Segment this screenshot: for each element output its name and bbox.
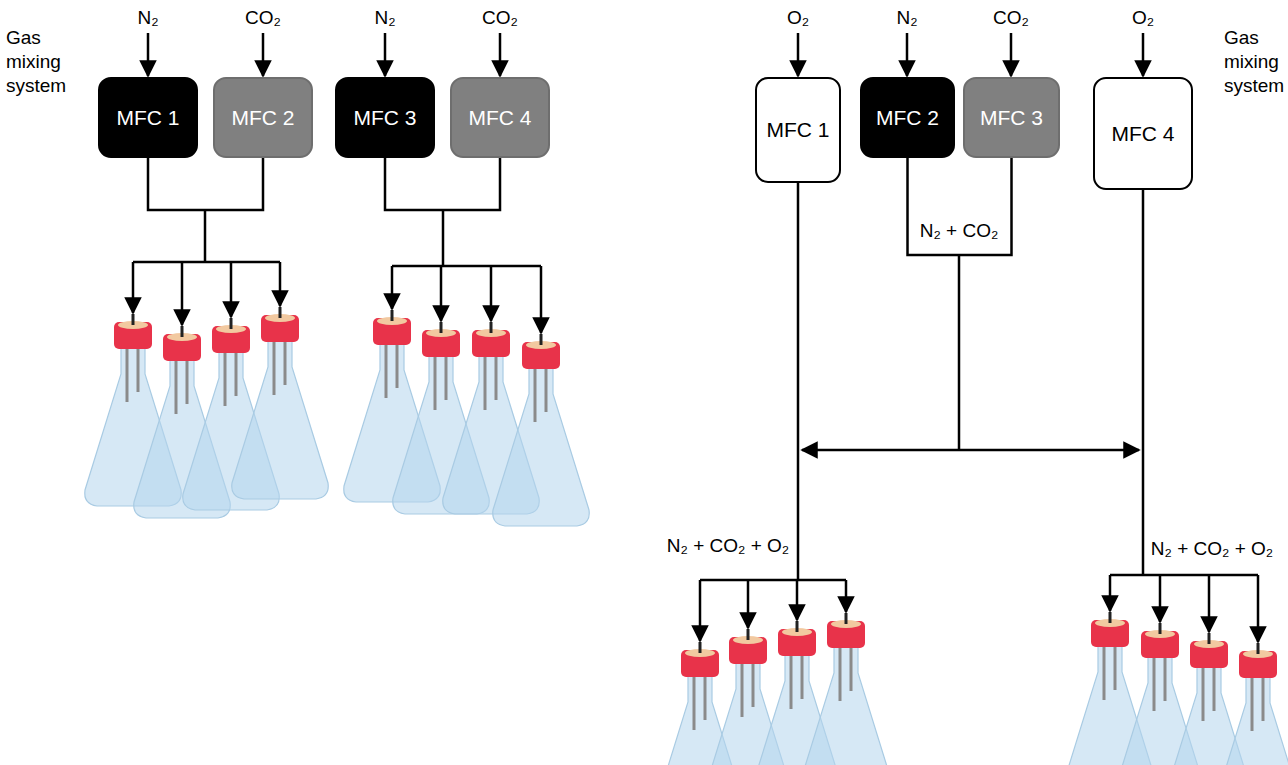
pipe-line xyxy=(230,262,233,317)
pipe-line xyxy=(1109,575,1112,611)
pipe-line xyxy=(147,33,150,76)
gas-label: O₂ xyxy=(787,6,809,30)
box-label: MFC 4 xyxy=(469,106,532,130)
pipe-line xyxy=(391,266,394,309)
culture-flask xyxy=(232,307,329,499)
mass-flow-controller-box: MFC 1 xyxy=(755,77,841,183)
mass-flow-controller-box: MFC 3 xyxy=(963,77,1060,158)
mass-flow-controller-box: MFC 4 xyxy=(450,77,550,158)
culture-flask xyxy=(1210,643,1288,765)
pipe-line xyxy=(1142,33,1145,76)
culture-flask xyxy=(798,613,895,765)
system-label: Gas mixing system xyxy=(6,26,74,97)
box-label: MFC 2 xyxy=(232,106,295,130)
gas-label: CO₂ xyxy=(993,6,1029,30)
pipe-line xyxy=(797,183,800,580)
gas-line xyxy=(148,158,263,210)
pipe-line xyxy=(797,33,800,76)
pipe-line xyxy=(499,33,502,76)
pipe-line xyxy=(262,33,265,76)
pipe-line xyxy=(490,266,493,321)
gas-label: CO₂ xyxy=(482,6,518,30)
pipe-line xyxy=(540,266,543,333)
box-label: MFC 2 xyxy=(876,106,939,130)
gas-label: N₂ xyxy=(137,6,158,30)
box-label: MFC 1 xyxy=(767,118,830,142)
pipe-line xyxy=(796,580,799,620)
pipe-line xyxy=(133,261,280,264)
pipe-line xyxy=(384,33,387,76)
mass-flow-controller-box: MFC 3 xyxy=(335,77,435,158)
pipe-line xyxy=(442,210,445,266)
box-label: MFC 3 xyxy=(980,106,1043,130)
gas-label: N₂ xyxy=(896,6,917,30)
gas-line xyxy=(385,158,500,210)
gas-label: N₂ xyxy=(374,6,395,30)
pipe-line xyxy=(204,210,207,262)
box-label: MFC 3 xyxy=(354,106,417,130)
pipe-line xyxy=(747,580,750,628)
box-label: MFC 1 xyxy=(117,106,180,130)
mass-flow-controller-box: MFC 2 xyxy=(213,77,313,158)
pipe-line xyxy=(845,580,848,612)
pipe-line xyxy=(958,255,961,450)
mixture-label: N₂ + CO₂ xyxy=(920,219,999,243)
pipe-line xyxy=(906,33,909,76)
pipe-line xyxy=(1010,33,1013,76)
pipe-line xyxy=(132,262,135,313)
pipe-line xyxy=(279,262,282,306)
pipe-line xyxy=(1257,575,1260,642)
mass-flow-controller-box: MFC 2 xyxy=(860,77,955,158)
box-label: MFC 4 xyxy=(1112,122,1175,146)
pipe-line xyxy=(1208,575,1211,632)
gas-line xyxy=(908,158,1012,255)
pipe-line xyxy=(699,580,702,641)
gas-label: O₂ xyxy=(1132,6,1154,30)
pipe-line xyxy=(1142,190,1145,575)
system-label: Gas mixing system xyxy=(1224,26,1284,97)
mass-flow-controller-box: MFC 4 xyxy=(1093,77,1193,190)
pipe-line xyxy=(440,266,443,321)
mixture-label: N₂ + CO₂ + O₂ xyxy=(1151,537,1273,561)
pipe-line xyxy=(392,265,541,268)
mass-flow-controller-box: MFC 1 xyxy=(98,77,198,158)
pipe-line xyxy=(700,579,846,582)
pipe-line xyxy=(1159,575,1162,622)
culture-flask xyxy=(493,334,590,526)
pipe-line xyxy=(802,449,1139,452)
pipe-line xyxy=(181,262,184,325)
gas-label: CO₂ xyxy=(245,6,281,30)
pipe-line xyxy=(1110,574,1258,577)
mixture-label: N₂ + CO₂ + O₂ xyxy=(667,534,789,558)
